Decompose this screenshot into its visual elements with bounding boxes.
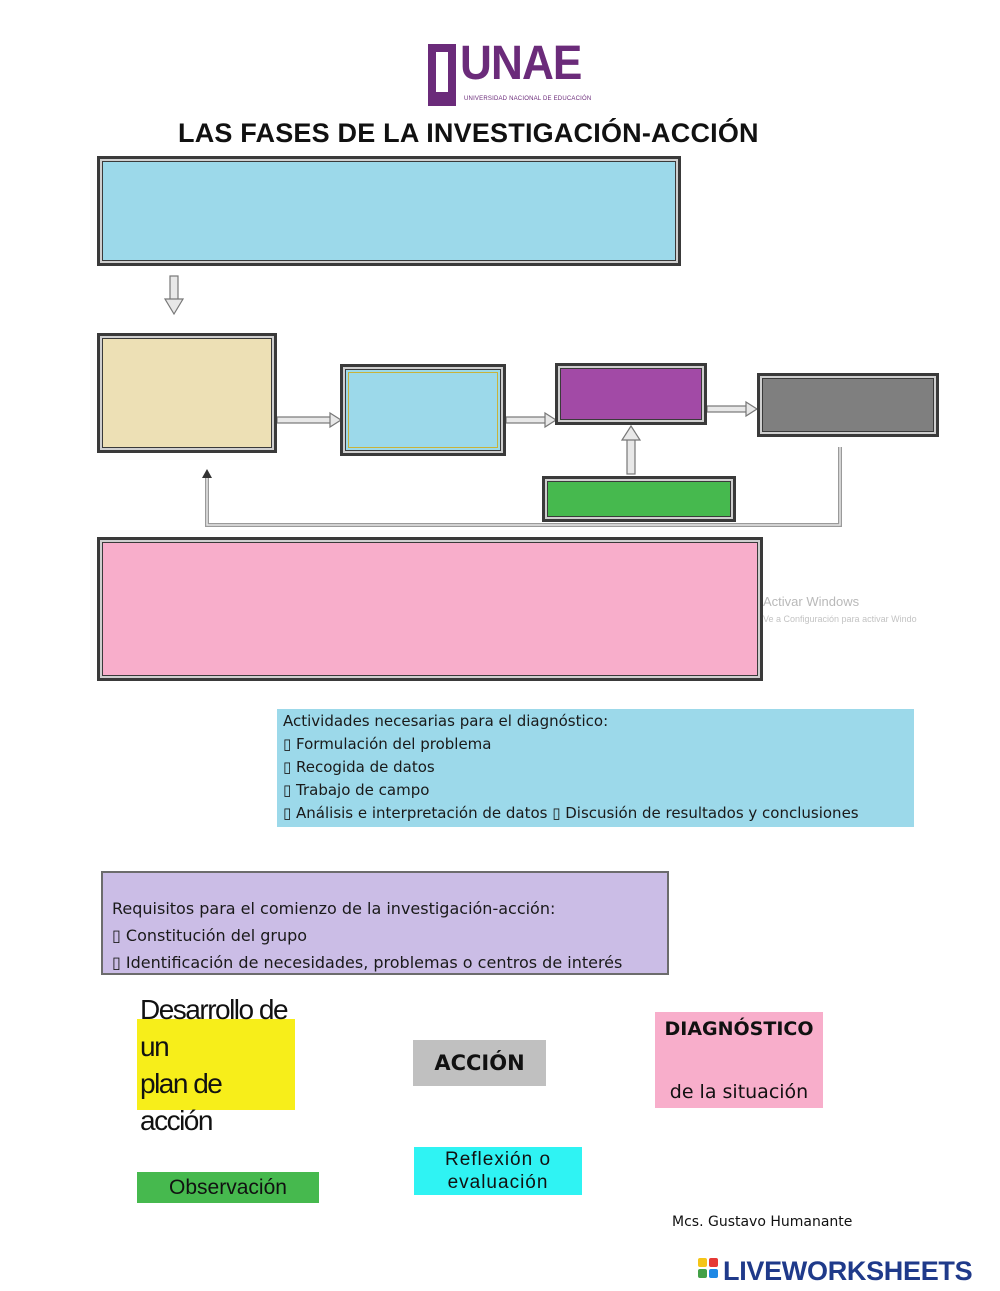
requirements-panel[interactable]: Requisitos para el comienzo de la invest…: [101, 871, 669, 975]
list-item: ▯ Formulación del problema: [283, 735, 492, 753]
page-title: LAS FASES DE LA INVESTIGACIÓN-ACCIÓN: [178, 118, 759, 148]
list-item: ▯ Recogida de datos: [283, 758, 435, 776]
feedback-loop-line: [202, 447, 842, 527]
windows-watermark-subtitle: Ve a Configuración para activar Windo: [763, 614, 917, 624]
label-reflexion[interactable]: Reflexión o evaluación: [414, 1147, 582, 1195]
right-arrow-icon: [505, 411, 558, 429]
label-text: Reflexión o: [444, 1149, 552, 1170]
list-item: ▯ Análisis e interpretación de datos ▯ D…: [283, 804, 859, 822]
right-arrow-icon: [706, 400, 759, 418]
right-arrow-icon: [276, 411, 343, 429]
unae-logo: UNAE UNIVERSIDAD NACIONAL DE EDUCACIÓN: [428, 40, 591, 108]
down-arrow-icon: [163, 275, 185, 316]
label-text: Desarrollo de un: [140, 993, 289, 1062]
label-plan-de-accion[interactable]: Desarrollo de un plan de acción: [137, 994, 295, 1136]
label-text: plan de acción: [140, 1067, 223, 1136]
liveworksheets-logo[interactable]: LIVEWORKSHEETS: [698, 1255, 973, 1287]
drop-box-action[interactable]: [340, 364, 506, 456]
liveworksheets-icon: [698, 1258, 720, 1284]
drop-box-reflection[interactable]: [757, 373, 939, 437]
label-observacion[interactable]: Observación: [137, 1172, 319, 1203]
drop-box-top[interactable]: [97, 156, 681, 266]
unae-logo-text: UNAE: [460, 37, 582, 90]
panel-heading: Requisitos para el comienzo de la invest…: [112, 899, 556, 918]
diagnosis-activities-panel[interactable]: Actividades necesarias para el diagnósti…: [277, 709, 914, 827]
list-item: ▯ Trabajo de campo: [283, 781, 430, 799]
panel-heading: Actividades necesarias para el diagnósti…: [283, 712, 609, 730]
unae-logo-subtitle: UNIVERSIDAD NACIONAL DE EDUCACIÓN: [464, 96, 592, 102]
label-accion[interactable]: ACCIÓN: [413, 1040, 546, 1086]
label-diagnostico[interactable]: DIAGNÓSTICO de la situación: [655, 1012, 823, 1108]
drop-box-inner-border: [348, 372, 498, 448]
list-item: ▯ Constitución del grupo: [112, 926, 308, 945]
liveworksheets-wordmark: LIVEWORKSHEETS: [723, 1255, 973, 1286]
windows-watermark-title: Activar Windows: [763, 594, 860, 609]
list-item: ▯ Identificación de necesidades, problem…: [112, 953, 623, 972]
drop-box-diagnosis[interactable]: [97, 537, 763, 681]
up-arrow-icon: [620, 424, 642, 475]
unae-logo-mark: [428, 44, 456, 106]
author-credit: Mcs. Gustavo Humanante: [672, 1214, 853, 1230]
label-text: de la situación: [669, 1081, 809, 1103]
label-text: evaluación: [447, 1172, 549, 1193]
drop-box-observation[interactable]: [542, 476, 736, 522]
drop-box-plan[interactable]: [97, 333, 277, 453]
label-text: DIAGNÓSTICO: [664, 1018, 814, 1040]
drop-box-observation-target[interactable]: [555, 363, 707, 425]
